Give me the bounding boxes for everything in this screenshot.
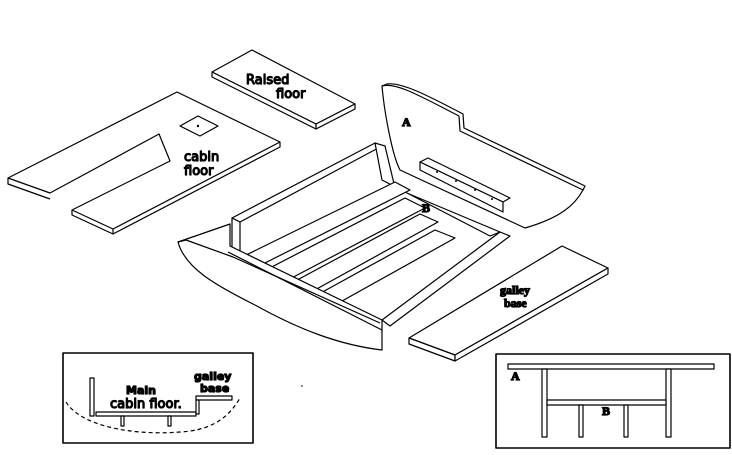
cabin-floor-panel <box>7 91 281 235</box>
inset-cabin-floor-label: cabin floor. <box>110 397 182 412</box>
inset-galley-label-2: base <box>200 382 229 395</box>
inset-section-view: A B <box>495 353 731 449</box>
side-panel-a <box>381 83 586 229</box>
galley-base-label-1: galley <box>500 283 530 297</box>
part-b-label: B <box>422 201 430 215</box>
inset-main-label: Main <box>126 384 156 397</box>
part-a-label: A <box>402 115 411 129</box>
inset-galley-label-1: galley <box>194 370 231 383</box>
batten-strip <box>419 157 511 213</box>
galley-base-label-2: base <box>504 296 527 310</box>
inset-cross-section: Main cabin floor. galley base <box>62 352 254 444</box>
inset-part-a-label: A <box>511 369 520 383</box>
galley-base-panel <box>408 245 609 362</box>
raised-floor-label-2: floor <box>276 87 306 102</box>
cabin-floor-label-1: cabin <box>184 150 219 165</box>
raised-floor-label-1: Raised <box>246 73 289 88</box>
raised-floor-panel <box>211 49 356 130</box>
main-frame-assembly <box>177 142 511 351</box>
inset-part-b-label: B <box>602 404 610 418</box>
stray-dot <box>301 385 303 387</box>
cabin-floor-label-2: floor <box>184 164 214 179</box>
